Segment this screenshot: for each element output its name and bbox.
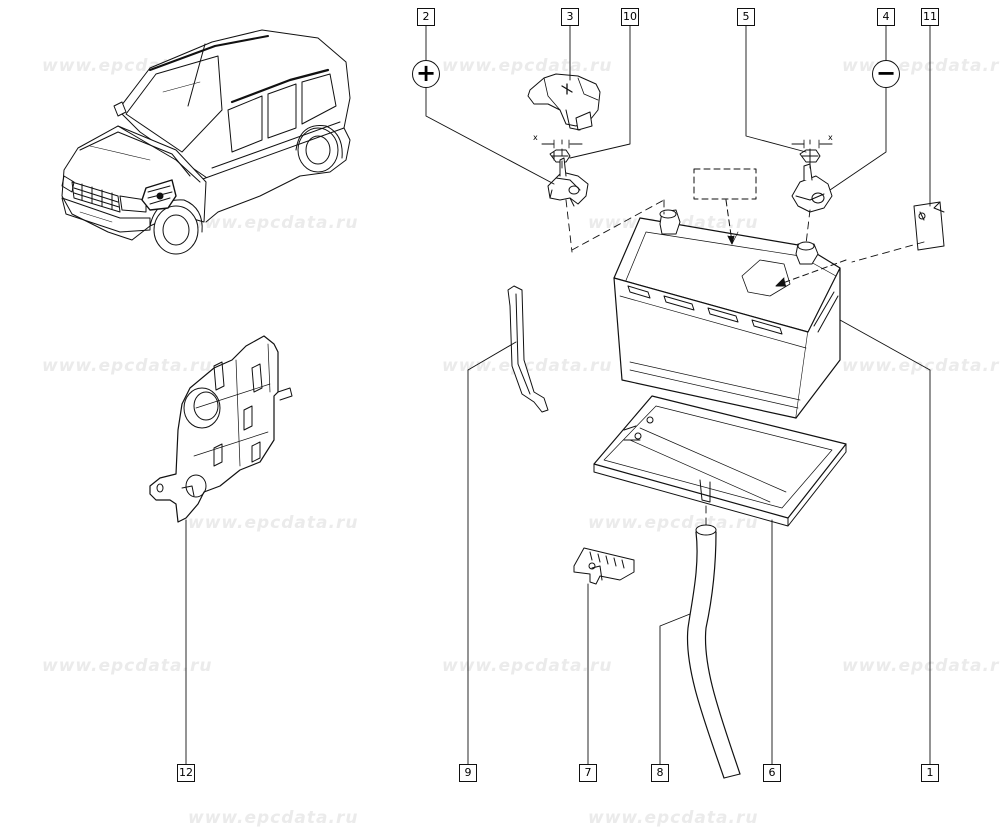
vehicle-illustration <box>62 30 350 254</box>
hold-down-clamp-7 <box>574 548 634 584</box>
nut-10 <box>542 140 582 162</box>
watermark: www.epcdata.ru <box>842 656 1000 676</box>
callout-11[interactable]: 11 <box>921 8 939 26</box>
nut-5 <box>792 140 832 162</box>
assembly-guide-lines <box>562 140 924 526</box>
callout-10[interactable]: 10 <box>621 8 639 26</box>
callout-4[interactable]: 4 <box>877 8 895 26</box>
battery-bracket-12 <box>150 336 292 522</box>
vent-hose-8 <box>687 525 740 778</box>
battery-tray-6 <box>594 396 846 526</box>
callout-2[interactable]: 2 <box>417 8 435 26</box>
watermark: www.epcdata.ru <box>188 213 359 233</box>
positive-symbol: + <box>412 60 440 88</box>
callout-6[interactable]: 6 <box>763 764 781 782</box>
callout-1[interactable]: 1 <box>921 764 939 782</box>
watermark: www.epcdata.ru <box>188 513 359 533</box>
dimension-mark: x <box>533 133 538 142</box>
battery-1 <box>614 210 840 418</box>
watermark: www.epcdata.ru <box>42 356 213 376</box>
watermark: www.epcdata.ru <box>442 656 613 676</box>
watermark: www.epcdata.ru <box>842 356 1000 376</box>
leader-lines <box>186 26 930 764</box>
warning-label-11 <box>914 202 944 250</box>
negative-symbol: − <box>872 60 900 88</box>
callout-5[interactable]: 5 <box>737 8 755 26</box>
label-placeholder <box>694 169 756 199</box>
watermark: www.epcdata.ru <box>442 356 613 376</box>
negative-clamp <box>792 164 832 212</box>
positive-terminal-cover-3 <box>528 74 600 130</box>
vent-tube-9 <box>508 286 548 412</box>
dimension-mark: x <box>828 133 833 142</box>
callout-9[interactable]: 9 <box>459 764 477 782</box>
callout-7[interactable]: 7 <box>579 764 597 782</box>
callout-3[interactable]: 3 <box>561 8 579 26</box>
watermark: www.epcdata.ru <box>442 56 613 76</box>
callout-12[interactable]: 12 <box>177 764 195 782</box>
callout-8[interactable]: 8 <box>651 764 669 782</box>
positive-clamp <box>548 158 588 206</box>
watermark: www.epcdata.ru <box>42 656 213 676</box>
